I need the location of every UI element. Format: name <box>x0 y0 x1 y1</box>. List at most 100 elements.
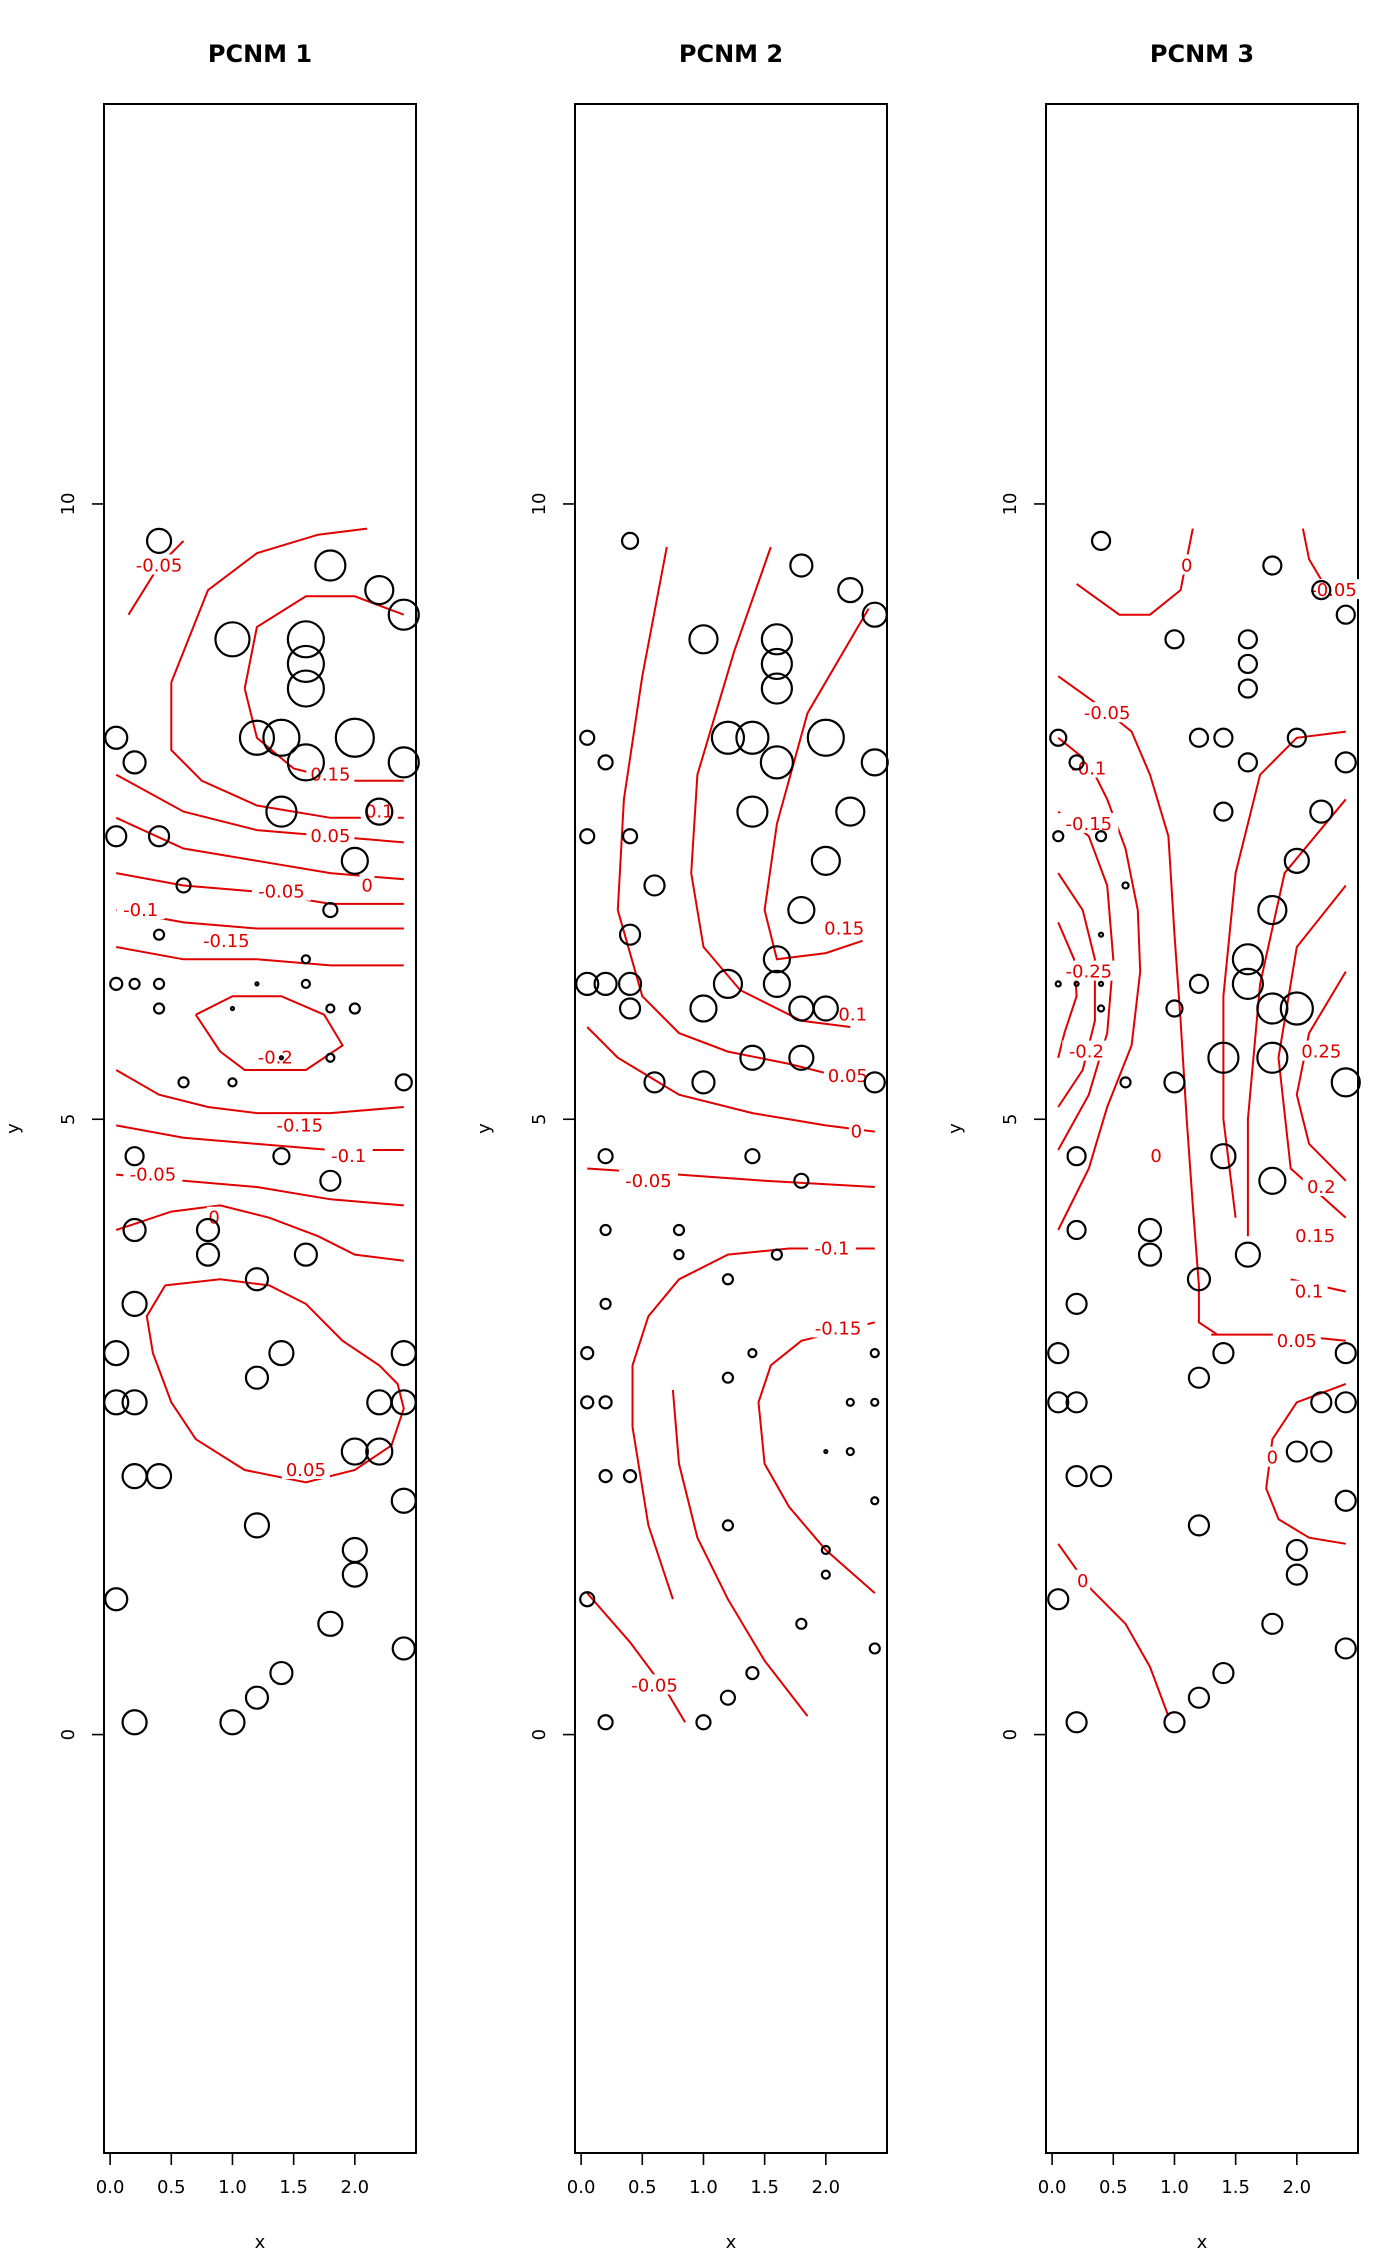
contour-line <box>115 1069 404 1115</box>
data-point <box>268 1339 295 1367</box>
data-point <box>195 1242 221 1267</box>
data-point <box>579 1591 596 1608</box>
x-tick-label: 1.5 <box>279 2177 308 2198</box>
data-point <box>1334 1637 1357 1660</box>
x-tick-label: 1.0 <box>218 2177 247 2198</box>
data-point <box>599 1223 612 1237</box>
data-point <box>1089 1465 1113 1488</box>
contour-label-bg <box>1075 1569 1091 1590</box>
contour-line <box>170 682 404 819</box>
y-tick-label: 10 <box>529 493 550 516</box>
data-point <box>340 846 369 875</box>
data-point <box>238 719 276 756</box>
x-axis-label: x <box>726 2232 737 2253</box>
data-point <box>1187 1366 1211 1389</box>
panel-title: PCNM 3 <box>1150 40 1254 68</box>
contour-label: 0.05 <box>286 1460 326 1481</box>
y-tick-label: 0 <box>58 1729 79 1740</box>
y-tick-label: 0 <box>1000 1729 1021 1740</box>
data-point <box>1310 1391 1333 1414</box>
data-point <box>688 624 719 655</box>
contour-label: 0.15 <box>824 919 864 940</box>
data-point <box>244 1267 270 1292</box>
data-point <box>243 1512 271 1539</box>
data-point <box>580 1345 595 1361</box>
data-point <box>286 669 325 708</box>
data-point <box>366 1389 393 1416</box>
data-point <box>227 1077 238 1088</box>
data-point <box>1188 973 1210 995</box>
data-point <box>1097 931 1105 938</box>
data-point <box>863 1071 886 1094</box>
contour-label-bg <box>1297 1040 1346 1061</box>
data-point <box>1212 1341 1235 1365</box>
data-point <box>810 845 841 876</box>
contour-label-bg <box>359 874 375 895</box>
data-point <box>1137 1217 1163 1243</box>
contour-label-bg <box>834 1003 872 1024</box>
contour-line <box>616 546 839 1078</box>
data-point <box>390 1487 417 1514</box>
data-point <box>1065 1465 1088 1488</box>
contour-label: 0.05 <box>310 826 350 847</box>
data-point <box>1165 999 1184 1018</box>
data-point <box>1258 1166 1287 1195</box>
data-point <box>1065 1292 1088 1315</box>
contour-line <box>1222 730 1346 1218</box>
y-tick-label: 10 <box>58 493 79 516</box>
plot-frame <box>574 103 888 2154</box>
data-point <box>325 1052 336 1063</box>
plot-frame <box>103 103 417 2154</box>
contour-line <box>116 946 404 967</box>
contour-label: -0.25 <box>1066 962 1113 983</box>
data-point <box>121 1389 148 1416</box>
data-point <box>244 1685 270 1710</box>
data-point <box>860 748 889 777</box>
contour-label: 0.05 <box>828 1066 868 1087</box>
data-point <box>177 1076 190 1089</box>
data-point <box>820 1569 831 1580</box>
data-point <box>1047 1341 1070 1365</box>
contour-label: 0 <box>208 1208 219 1229</box>
contour-label-bg <box>1290 1280 1328 1301</box>
data-point <box>760 672 793 705</box>
contour-label-bg <box>1272 1329 1321 1350</box>
data-point <box>103 1339 130 1367</box>
data-point <box>1210 1143 1237 1170</box>
data-point <box>643 1071 666 1094</box>
data-point <box>128 977 141 991</box>
data-point <box>1187 1686 1211 1709</box>
data-point <box>1066 1146 1087 1167</box>
data-point <box>286 620 325 659</box>
contour-label-bg <box>820 917 869 938</box>
data-point <box>1094 830 1108 843</box>
contour-label-bg <box>306 825 355 846</box>
contour-label: -0.05 <box>130 1165 177 1186</box>
contour-label-bg <box>1059 960 1119 981</box>
contour-label-bg <box>1302 1175 1340 1196</box>
contour-label-bg <box>1304 579 1364 600</box>
contour-label: -0.15 <box>203 931 250 952</box>
data-point <box>745 1665 760 1681</box>
data-point <box>1054 980 1062 988</box>
data-point <box>1090 530 1112 551</box>
data-point <box>254 981 260 987</box>
data-point <box>620 531 640 550</box>
data-point <box>365 1437 394 1466</box>
contour-label: 0 <box>1077 1571 1088 1592</box>
data-point <box>762 969 791 999</box>
contour-label-bg <box>251 1046 300 1067</box>
contour-label: 0.15 <box>1295 1226 1335 1247</box>
data-point <box>121 1463 148 1490</box>
data-point <box>1234 1241 1261 1268</box>
data-point <box>788 995 815 1022</box>
data-point <box>1261 1612 1284 1635</box>
contour-label: 0.1 <box>365 802 394 823</box>
contour-label: 0.15 <box>310 765 350 786</box>
data-point <box>121 1709 148 1736</box>
data-point <box>195 1217 221 1243</box>
data-point <box>1231 967 1264 1001</box>
data-point <box>1237 653 1258 675</box>
contour-label-bg <box>360 800 398 821</box>
